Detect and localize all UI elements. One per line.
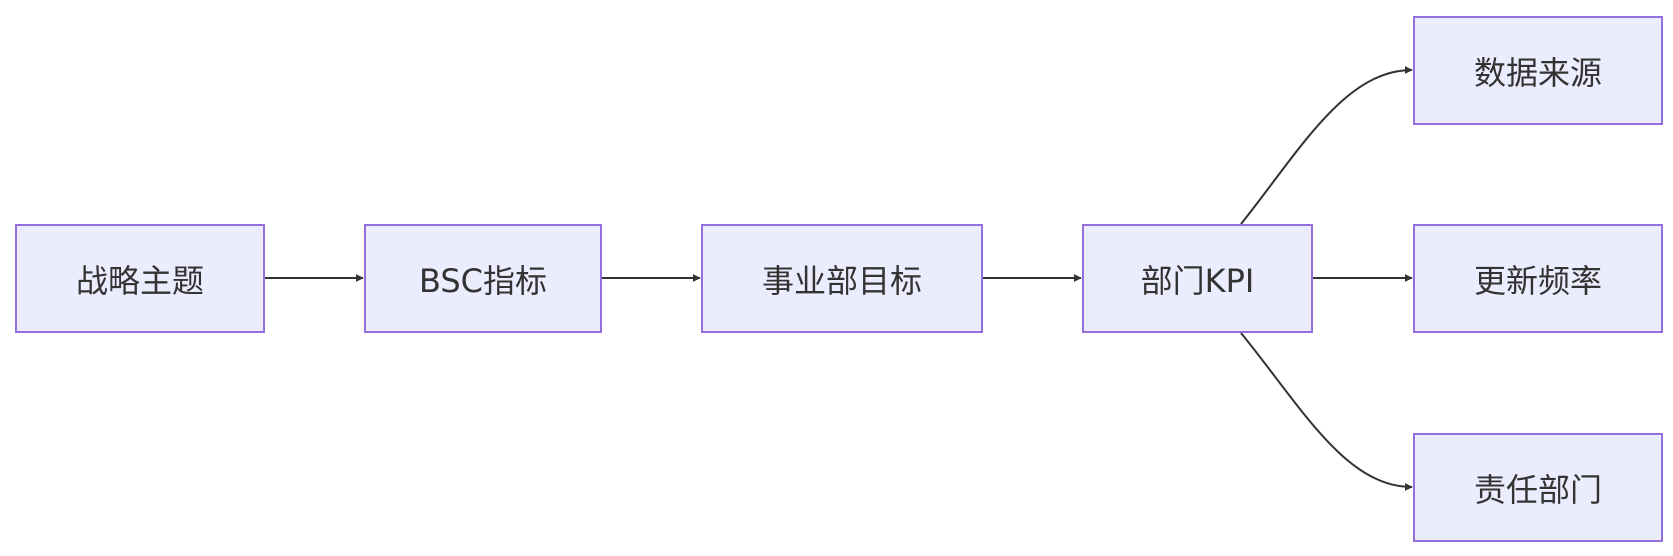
node-data-source: 数据来源 [1413,16,1663,125]
node-strategic-theme: 战略主题 [15,224,265,333]
edge-kpi-to-data-source [1240,66,1413,225]
node-bsc-indicator: BSC指标 [364,224,602,333]
edge-kpi-to-responsible-dept [1240,332,1413,491]
node-responsible-department: 责任部门 [1413,433,1663,542]
node-update-frequency: 更新频率 [1413,224,1663,333]
node-department-kpi: 部门KPI [1082,224,1313,333]
node-division-goal: 事业部目标 [701,224,983,333]
